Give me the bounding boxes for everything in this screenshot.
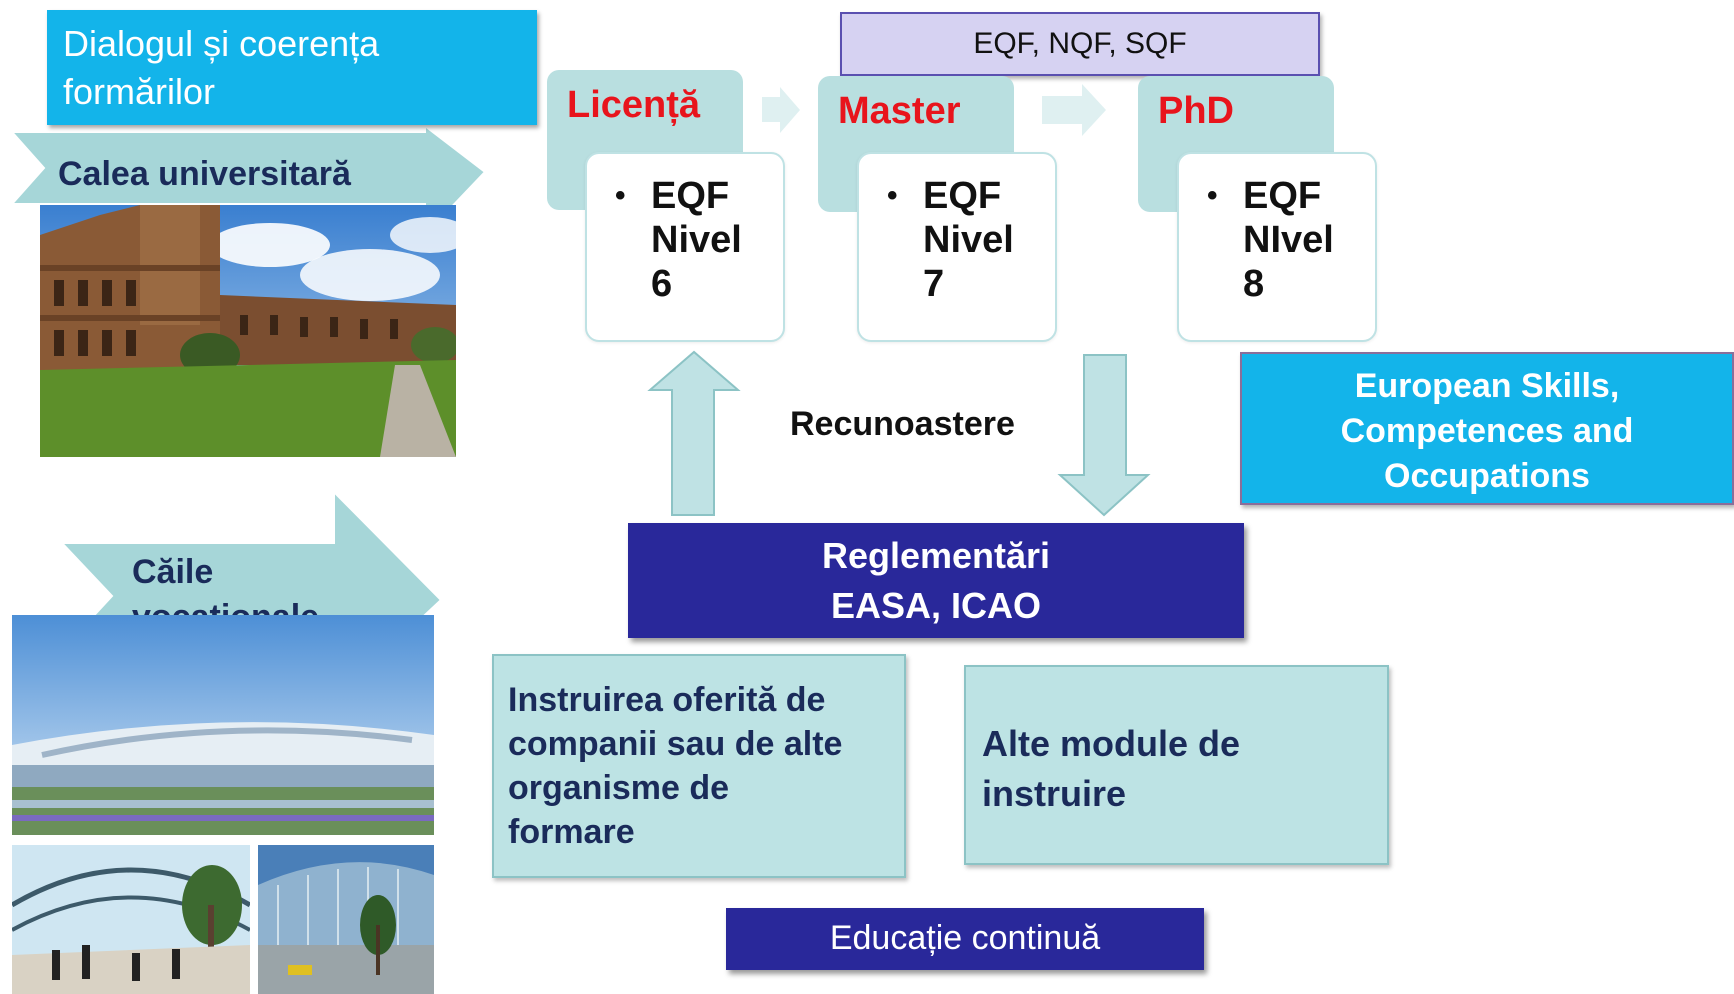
university-building-photo (40, 205, 456, 457)
bullet-icon: • (615, 179, 626, 212)
airport-walkway-photo (12, 845, 250, 994)
degree-level-card-phd: • EQF NIvel 8 (1177, 152, 1377, 342)
degree-level-card-master: • EQF Nivel 7 (857, 152, 1057, 342)
airport-terminal-photo (12, 615, 434, 835)
company-training-line-3: organisme de (508, 769, 730, 807)
regulations-line-1: Reglementări (821, 535, 1051, 576)
bullet-icon: • (887, 179, 898, 212)
level-line: EQF (651, 175, 730, 217)
other-modules-line-1: Alte module de (982, 723, 1241, 764)
recognition-down-arrow (1057, 354, 1151, 517)
company-training-line-1: Instruirea oferită de (508, 681, 826, 719)
esco-box: European Skills, Competences and Occupat… (1240, 352, 1734, 505)
licenta-to-master-arrow (762, 87, 800, 133)
bullet-icon: • (1207, 179, 1218, 212)
degree-name-phd: PhD (1158, 90, 1234, 132)
level-line: EQF (1243, 175, 1322, 217)
level-line: 7 (923, 263, 945, 305)
regulations-line-2: EASA, ICAO (830, 585, 1042, 626)
degree-name-master: Master (838, 90, 961, 132)
level-line: NIvel (1243, 219, 1334, 261)
recognition-label: Recunoastere (790, 405, 1015, 443)
regulations-box: Reglementări EASA, ICAO (628, 523, 1244, 638)
esco-line-3: Occupations (1384, 457, 1590, 495)
airport-exterior-photo (258, 845, 434, 994)
university-route-label: Calea universitară (58, 155, 351, 193)
degree-level-card-licenta: • EQF Nivel 6 (585, 152, 785, 342)
level-line: 6 (651, 263, 673, 305)
company-training-line-4: formare (508, 813, 635, 851)
title-line-2: formărilor (63, 71, 216, 112)
diagram-title: Dialogul și coerența formărilor (47, 10, 537, 125)
level-line: Nivel (651, 219, 742, 261)
frameworks-header: EQF, NQF, SQF (840, 12, 1320, 76)
vocational-route-line-1: Căile (132, 553, 214, 591)
continuing-education-box: Educație continuă (726, 908, 1204, 970)
degree-name-licenta: Licență (567, 84, 701, 126)
master-to-phd-arrow (1042, 84, 1106, 136)
other-modules-box: Alte module de instruire (964, 665, 1389, 865)
level-line: 8 (1243, 263, 1265, 305)
title-line-1: Dialogul și coerența (63, 23, 380, 64)
level-line: Nivel (923, 219, 1014, 261)
company-training-box: Instruirea oferită de companii sau de al… (492, 654, 906, 878)
other-modules-line-2: instruire (982, 773, 1127, 814)
company-training-line-2: companii sau de alte (508, 725, 843, 763)
esco-line-1: European Skills, (1354, 367, 1620, 405)
esco-line-2: Competences and (1340, 412, 1634, 450)
level-line: EQF (923, 175, 1002, 217)
recognition-up-arrow (647, 350, 741, 516)
